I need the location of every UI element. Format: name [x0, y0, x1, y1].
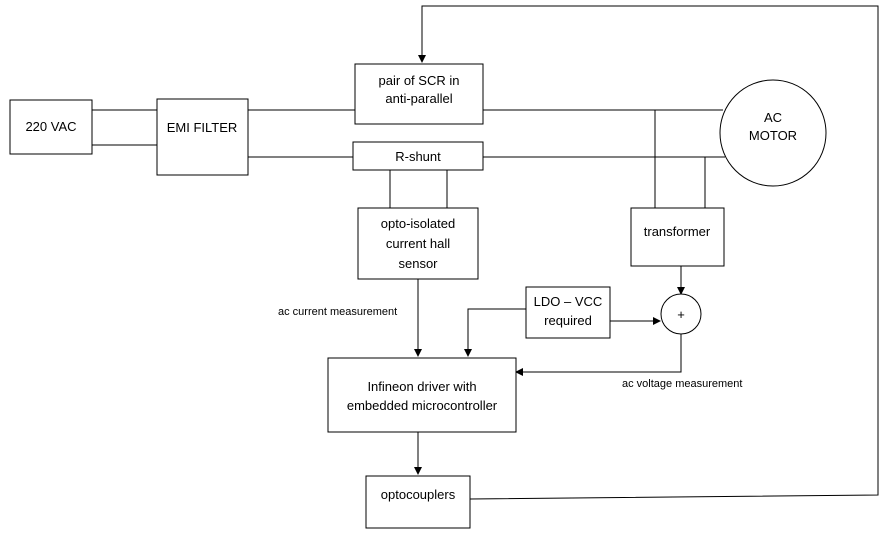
scr-pair-line1: pair of SCR in	[379, 73, 460, 88]
driver-line2: embedded microcontroller	[347, 398, 498, 413]
ldo-line2: required	[544, 313, 592, 328]
wire-opto-feedback	[418, 5, 879, 500]
block-r-shunt: R-shunt	[352, 141, 484, 171]
block-summer: +	[660, 293, 702, 335]
summer-label: +	[677, 307, 685, 322]
wire-ldo-driver	[464, 308, 526, 357]
block-ldo: LDO – VCC required	[525, 286, 611, 339]
emi-filter-label: EMI FILTER	[167, 120, 238, 135]
source-label: 220 VAC	[25, 119, 76, 134]
hall-sensor-line3: sensor	[398, 256, 438, 271]
block-hall-sensor: opto-isolated current hall sensor	[357, 207, 479, 280]
hall-sensor-line2: current hall	[386, 236, 450, 251]
ac-motor-line1: AC	[764, 110, 782, 125]
block-scr-pair: pair of SCR in anti-parallel	[354, 63, 484, 125]
ldo-line1: LDO – VCC	[534, 294, 603, 309]
block-ac-motor: AC MOTOR	[719, 79, 827, 187]
current-measurement-annotation: ac current measurement	[278, 306, 397, 318]
block-source: 220 VAC	[9, 99, 93, 155]
block-transformer: transformer	[630, 207, 725, 267]
ac-motor-line2: MOTOR	[749, 128, 797, 143]
transformer-label: transformer	[644, 224, 711, 239]
scr-pair-line2: anti-parallel	[385, 91, 452, 106]
block-emi-filter: EMI FILTER	[156, 98, 249, 176]
r-shunt-label: R-shunt	[395, 149, 441, 164]
block-driver: Infineon driver with embedded microcontr…	[327, 357, 517, 433]
voltage-measurement-annotation: ac voltage measurement	[622, 378, 742, 390]
wire-summer-driver	[515, 334, 682, 376]
wires	[92, 5, 879, 500]
block-optocouplers: optocouplers	[365, 475, 471, 529]
hall-sensor-line1: opto-isolated	[381, 216, 455, 231]
optocouplers-label: optocouplers	[381, 487, 456, 502]
driver-line1: Infineon driver with	[367, 379, 476, 394]
